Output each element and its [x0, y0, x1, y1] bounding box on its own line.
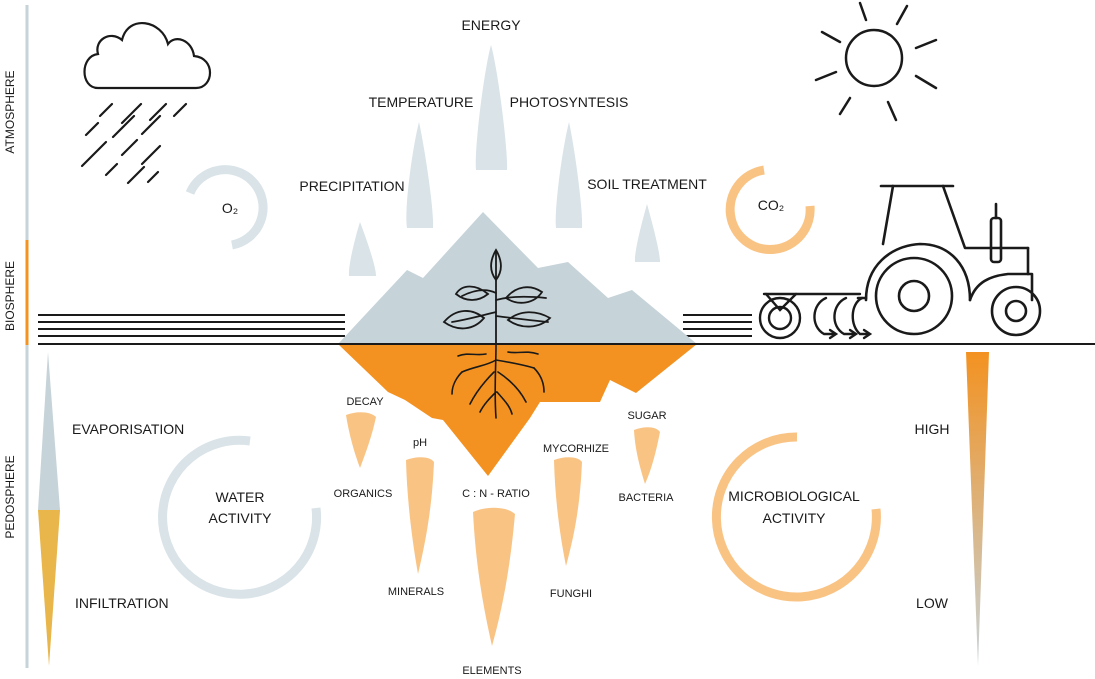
soil-factor-cones	[346, 412, 660, 646]
sugar-cone	[634, 427, 660, 484]
sun-icon	[814, 1, 938, 122]
micro-activity-line2: ACTIVITY	[762, 510, 826, 526]
label-sugar: SUGAR	[627, 410, 666, 422]
energy-spike	[475, 45, 508, 170]
zone-pedosphere: PEDOSPHERE	[3, 455, 17, 538]
left-furrow-lines	[38, 314, 345, 337]
label-organics: ORGANICS	[334, 488, 393, 500]
label-bacteria: BACTERIA	[618, 492, 674, 504]
evaporisation-gauge	[38, 352, 60, 510]
zone-atmosphere: ATMOSPHERE	[3, 70, 17, 153]
water-activity-line1: WATER	[216, 489, 265, 505]
right-furrow-lines	[683, 314, 752, 337]
co2-cycle-ring	[725, 165, 815, 255]
label-precipitation: PRECIPITATION	[299, 178, 404, 194]
ph-cone	[406, 457, 434, 574]
o2-cycle-ring	[185, 165, 268, 250]
decay-cone	[346, 412, 376, 468]
temperature-spike	[406, 122, 434, 228]
plant-icon	[442, 248, 552, 345]
label-soil-treatment: SOIL TREATMENT	[587, 176, 707, 192]
roots-icon	[451, 343, 545, 419]
microbiological-activity-ring	[711, 432, 881, 602]
label-elements: ELEMENTS	[462, 665, 521, 677]
soil-treatment-spike	[634, 204, 660, 262]
label-decay: DECAY	[346, 396, 384, 408]
activity-level-gauge	[966, 352, 989, 666]
label-minerals: MINERALS	[388, 586, 444, 598]
label-evaporisation: EVAPORISATION	[72, 421, 184, 437]
label-ph: pH	[413, 437, 427, 449]
label-energy: ENERGY	[461, 17, 521, 33]
water-activity-ring	[158, 435, 322, 599]
label-temperature: TEMPERATURE	[369, 94, 474, 110]
photosynthesis-spike	[555, 122, 583, 228]
mycorhize-cone	[554, 457, 582, 566]
tractor-icon	[856, 184, 1042, 337]
o2-label: O₂	[222, 200, 238, 216]
label-infiltration: INFILTRATION	[75, 595, 169, 611]
pedosphere-soil-mass	[338, 344, 697, 476]
label-mycorhize: MYCORHIZE	[543, 443, 609, 455]
infiltration-gauge	[38, 510, 60, 666]
label-cn-ratio: C : N - RATIO	[462, 488, 530, 500]
rain-cloud-icon	[80, 22, 211, 185]
atmosphere-spikes	[348, 45, 660, 276]
label-funghi: FUNGHI	[550, 588, 592, 600]
plough-icon	[758, 292, 873, 340]
co2-label: CO₂	[758, 197, 784, 213]
label-high: HIGH	[915, 421, 950, 437]
label-low: LOW	[916, 595, 949, 611]
precipitation-spike	[348, 222, 376, 276]
zone-biosphere: BIOSPHERE	[3, 261, 17, 331]
biosphere-mountain	[338, 212, 697, 344]
micro-activity-line1: MICROBIOLOGICAL	[728, 488, 860, 504]
water-activity-line2: ACTIVITY	[208, 510, 272, 526]
label-photosynthesis: PHOTOSYNTESIS	[510, 94, 629, 110]
cn-ratio-cone	[473, 507, 515, 646]
